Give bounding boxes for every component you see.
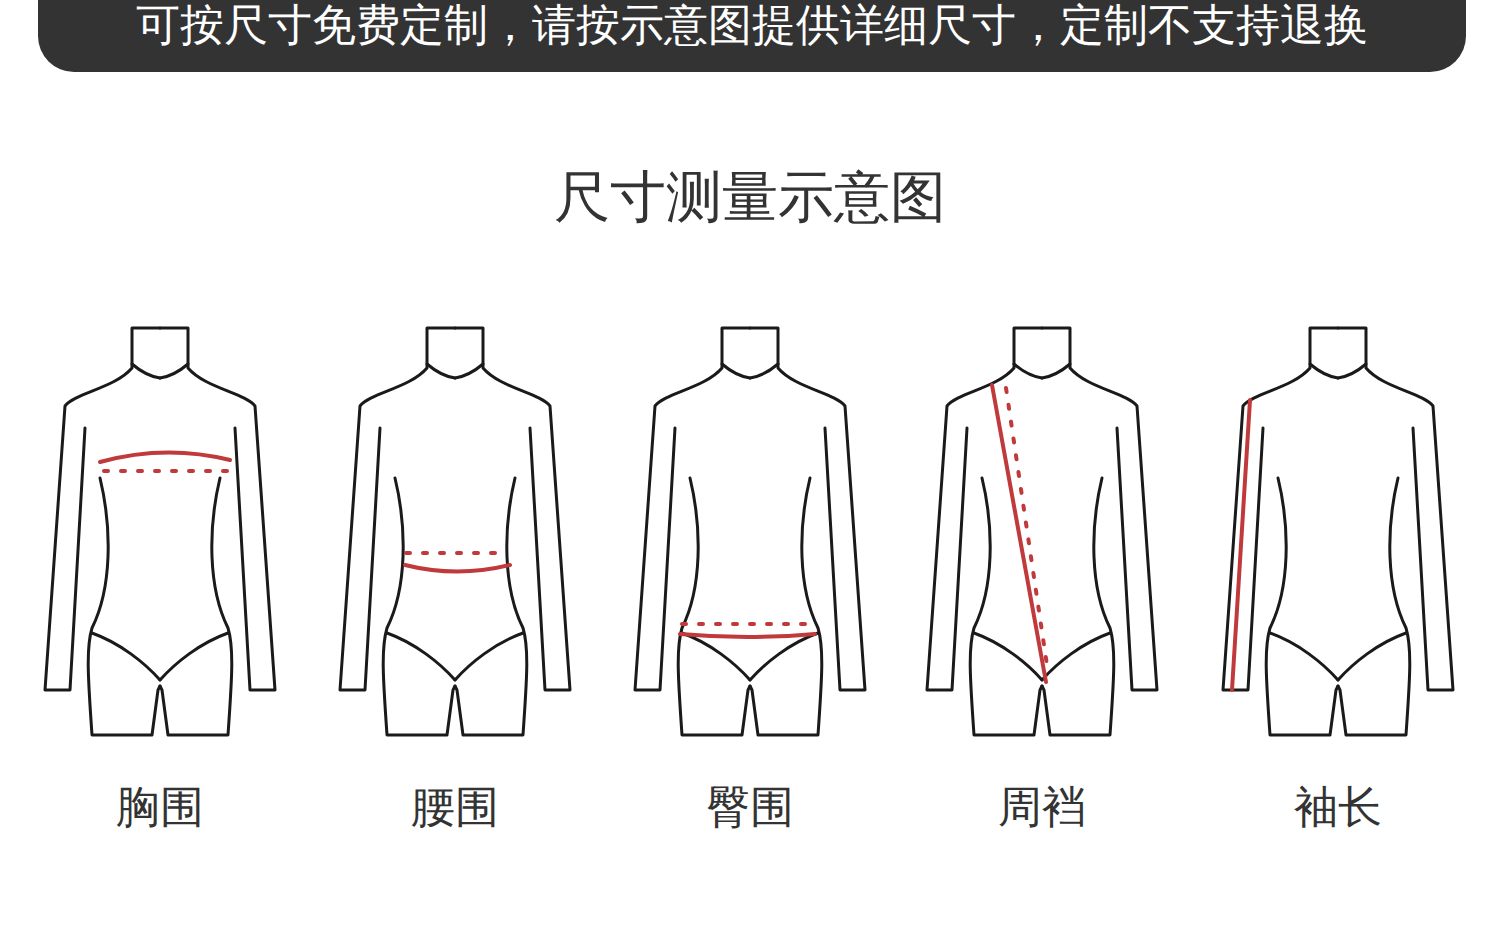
measure-dots bbox=[104, 469, 228, 473]
measure-dots bbox=[1006, 388, 1048, 672]
mannequin bbox=[927, 328, 1157, 735]
measure-line bbox=[1232, 400, 1250, 690]
measure-caption: 腰围 bbox=[411, 780, 499, 834]
measure-dots bbox=[406, 551, 508, 555]
notice-banner: 可按尺寸免费定制，请按示意图提供详细尺寸，定制不支持退换 bbox=[38, 0, 1466, 72]
measure-line bbox=[992, 385, 1046, 682]
measure-line bbox=[680, 634, 815, 637]
mannequin bbox=[635, 328, 865, 735]
mannequin bbox=[1223, 328, 1453, 735]
measure-dots bbox=[682, 622, 812, 626]
measure-caption: 周裆 bbox=[998, 780, 1086, 834]
measure-caption: 臀围 bbox=[706, 780, 794, 834]
diagram-title: 尺寸测量示意图 bbox=[0, 164, 1500, 230]
measure-caption: 袖长 bbox=[1294, 780, 1382, 834]
mannequin bbox=[340, 328, 570, 735]
measure-line bbox=[405, 565, 510, 572]
measure-caption: 胸围 bbox=[116, 780, 204, 834]
measure-line bbox=[100, 452, 230, 462]
banner-text: 可按尺寸免费定制，请按示意图提供详细尺寸，定制不支持退换 bbox=[136, 0, 1368, 50]
mannequin bbox=[45, 328, 275, 735]
